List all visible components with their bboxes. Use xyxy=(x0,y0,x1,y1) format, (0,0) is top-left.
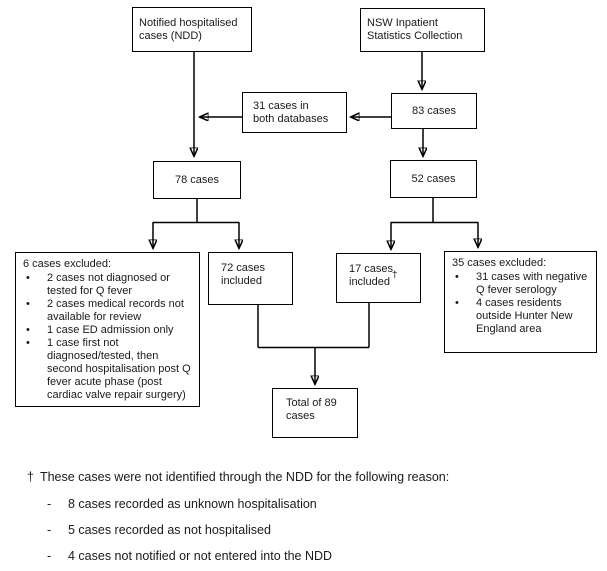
count-52-label: 52 cases xyxy=(411,172,456,185)
box-52-cases: 52 cases xyxy=(390,160,477,198)
box-78-cases: 78 cases xyxy=(153,161,241,199)
box-overlap: 31 cases in both databases xyxy=(242,92,347,133)
included72-label: 72 cases included xyxy=(221,262,266,287)
box-83-cases: 83 cases xyxy=(391,93,477,129)
footnote-item: 8 cases recorded as unknown hospitalisat… xyxy=(47,497,332,512)
dagger-superscript: † xyxy=(391,270,398,282)
count-78-label: 78 cases xyxy=(174,173,220,186)
excluded6-item: 2 cases not diagnosed or tested for Q fe… xyxy=(23,272,191,298)
footnote-dagger-symbol: † xyxy=(27,470,34,484)
box-nsw-source: NSW Inpatient Statistics Collection xyxy=(360,8,485,52)
excluded6-item: 1 case first not diagnosed/tested, then … xyxy=(23,337,191,402)
box-17-included: 17 cases included† xyxy=(336,253,421,303)
excluded6-list: 2 cases not diagnosed or tested for Q fe… xyxy=(23,272,195,402)
excluded35-title: 35 cases excluded: xyxy=(452,257,547,269)
excluded6-title: 6 cases excluded: xyxy=(23,258,112,270)
excluded35-item: 31 cases with negative Q fever serology xyxy=(452,271,588,297)
box-35-excluded: 35 cases excluded: 31 cases with negativ… xyxy=(444,251,597,353)
excluded6-item: 1 case ED admission only xyxy=(23,324,191,337)
overlap-label: 31 cases in both databases xyxy=(253,99,329,125)
box-6-excluded: 6 cases excluded: 2 cases not diagnosed … xyxy=(15,252,200,407)
footnote-list: 8 cases recorded as unknown hospitalisat… xyxy=(47,497,332,571)
included17-label: 17 cases included xyxy=(349,263,394,288)
nsw-source-label: NSW Inpatient Statistics Collection xyxy=(367,17,463,42)
excluded6-item: 2 cases medical records not available fo… xyxy=(23,298,191,324)
box-ndd-source: Notified hospitalised cases (NDD) xyxy=(132,7,252,52)
ndd-source-label: Notified hospitalised cases (NDD) xyxy=(139,16,238,42)
box-72-included: 72 cases included xyxy=(208,252,293,305)
box-total-cases: Total of 89 cases xyxy=(272,388,358,438)
excluded35-item: 4 cases residents outside Hunter New Eng… xyxy=(452,297,588,336)
footnote-intro-text: These cases were not identified through … xyxy=(39,470,450,484)
footnote-item: 5 cases recorded as not hospitalised xyxy=(47,523,332,538)
footnote-intro: † These cases were not identified through… xyxy=(27,469,449,485)
footnote-item: 4 cases not notified or not entered into… xyxy=(47,549,332,564)
count-83-label: 83 cases xyxy=(411,104,457,117)
excluded35-list: 31 cases with negative Q fever serology … xyxy=(452,271,592,336)
total-label: Total of 89 cases xyxy=(286,397,337,422)
